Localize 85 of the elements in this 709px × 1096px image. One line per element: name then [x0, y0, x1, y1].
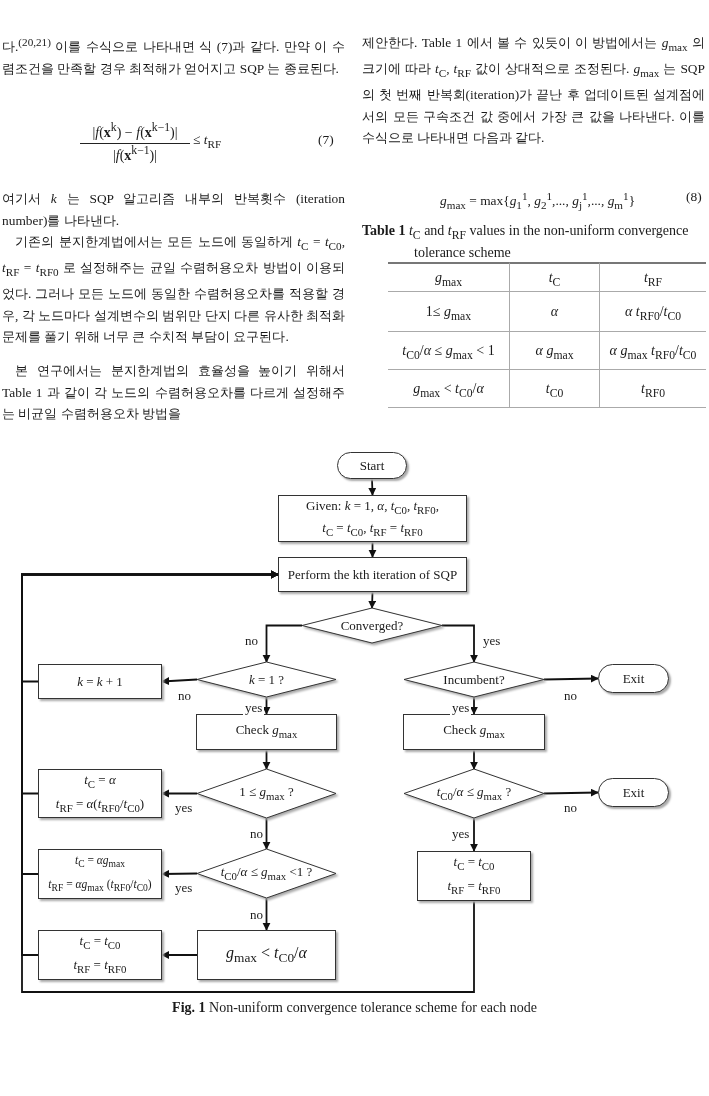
decision-text: t$_{C0}$/α ≤ g$_{max}$ ? [436, 782, 512, 804]
process-box [38, 664, 162, 699]
process-box [38, 930, 162, 980]
equation: g$_{max}$ = max{g$_{1}$$^{1}$, g$_{2}$$^{1}$,..., g$_{j}$$^{1}$,..., g$_{m}$$^{1}$} [440, 189, 636, 214]
decision-text: 1 ≤ g$_{max}$ ? [239, 782, 294, 804]
decision-diamond [197, 662, 336, 697]
process-text: k = k + 1 [77, 673, 123, 690]
table-header-cell: t$_{C}$ [510, 262, 600, 292]
process-box [278, 495, 467, 542]
process-text: Perform the kth iteration of SQP [287, 566, 458, 583]
equation-term: ≤ t$_{RF}$ [193, 131, 222, 152]
process-box [38, 849, 162, 899]
flow-arrow [368, 591, 377, 609]
body-paragraph: 다.$^{(20,21)}$ 이를 수식으로 나타내면 식 (7)과 같다. 만약 이 수렴조건을 만족할 경우 최적해가 얻어지고 SQP 는 종료된다. [2, 35, 345, 78]
process-text: t$_{RF}$ = t$_{RF0}$ [73, 956, 127, 977]
process-box [38, 769, 162, 818]
flow-arrow [368, 541, 377, 558]
decision-text: k = 1 ? [248, 671, 285, 688]
flow-arrow [262, 696, 271, 715]
process-text: t$_{C}$ = t$_{C0}$ [79, 932, 121, 953]
process-box [403, 714, 545, 750]
decision-diamond [302, 608, 442, 643]
table-cell: t$_{RF0}$ [600, 370, 706, 408]
table-cell: α t$_{RF0}$/t$_{C0}$ [600, 292, 706, 332]
process-text: t$_{C}$ = αg$_{max}$ [74, 852, 126, 871]
table-cell: α g$_{max}$ [510, 332, 600, 370]
process-text: t$_{RF}$ = αg$_{max}$ (t$_{RF0}$/t$_{C0}$) [48, 877, 152, 896]
table-header-cell: g$_{max}$ [388, 262, 510, 292]
process-box [196, 714, 337, 750]
terminal-text: Exit [622, 784, 645, 801]
flow-arrow [469, 749, 479, 770]
decision-diamond [404, 769, 544, 818]
decision-diamond [404, 662, 544, 697]
decision-text: Converged? [340, 617, 404, 634]
body-paragraph: 본 연구에서는 분지한계법의 효율성을 높이기 위해서 Table 1 과 같이 각 노드의 수렴허용오차를 다르게 설정해주는 비균일 수렴허용오차 방법을 [2, 362, 345, 423]
process-box [278, 557, 467, 592]
flow-arrow [161, 869, 198, 878]
decision-text: t$_{C0}$/α ≤ g$_{max}$ <1 ? [220, 862, 313, 884]
flow-arrow [441, 624, 479, 663]
equation-numerator: |f(x$^{k}$) − f(x$^{k−1}$)| [80, 118, 190, 144]
process-text: g$_{max}$ < t$_{C0}$/α [226, 943, 307, 967]
process-text: t$_{RF}$ = α(t$_{RF0}$/t$_{C0}$) [55, 794, 145, 816]
process-text: t$_{RF}$ = t$_{RF0}$ [447, 877, 501, 898]
body-paragraph: 기존의 분지한계법에서는 모든 노드에 동일하게 t$_{C}$ = t$_{C0}$, t$_{RF}$ = t$_{RF0}$ 로 설정해주는 균일 수렴허용오차 방법이 이용되었다. 그러나 모든 노드에 동일한 수렴허용오차를 적용할 경우, 각 노드마다 설계변수의 범위만 단지 다른 유사한 최적화 문제를 풀기 위해 너무 큰 수치적 부담이 요구된다. [2, 233, 345, 347]
table-cell: α g$_{max}$ t$_{RF0}$/t$_{C0}$ [600, 332, 706, 370]
process-text: Given: k = 1, α, t$_{C0}$, t$_{RF0}$, t$_{C}$ = t$_{C0}$, t$_{RF}$ = t$_{RF0}$ [305, 496, 440, 540]
flow-arrow [262, 817, 271, 850]
flow-arrow [469, 817, 479, 852]
process-text: Check g$_{max}$ [235, 721, 298, 742]
flow-arrow [161, 677, 198, 686]
table-cell: t$_{C0}$/α ≤ g$_{max}$ < 1 [388, 332, 510, 370]
decision-diamond [197, 769, 336, 818]
table-cell: t$_{C0}$ [510, 370, 600, 408]
process-text: t$_{C}$ = t$_{C0}$ [453, 853, 495, 874]
process-box [417, 851, 531, 901]
flow-arrow [262, 749, 271, 770]
terminal-box [598, 778, 669, 807]
flow-arrow [262, 897, 271, 931]
body-paragraph: 제안한다. Table 1 에서 볼 수 있듯이 이 방법에서는 g$_{max}$ 의 크기에 따라 t$_{C}$, t$_{RF}$ 값이 상대적으로 조정된다. g$_{max}$ 는 SQP 의 첫 번째 반복회(iteration)가 끝난 후 업데이트된 설계점에서의 모든 구속조건 값 중에서 가장 큰 값을 나타낸다. 이를 수식으로 나타내면 다음과 같다. [362, 34, 705, 148]
table-cell: α [510, 292, 600, 332]
process-box [197, 930, 336, 980]
table-cell: 1≤ g$_{max}$ [388, 292, 510, 332]
flow-arrow [543, 674, 599, 683]
body-paragraph: 여기서 k 는 SQP 알고리즘 내부의 반복횟수 (iteration number)를 나타낸다. [2, 190, 345, 230]
flow-arrow [21, 570, 475, 993]
equation-number: (7) [318, 131, 334, 149]
decision-diamond [197, 849, 336, 898]
flow-arrow [262, 624, 303, 663]
flow-arrow [543, 788, 599, 797]
terminal-text: Exit [622, 670, 645, 687]
terminal-box [337, 452, 407, 479]
process-text: t$_{C}$ = α [84, 770, 116, 792]
equation-denominator: |f(x$^{k−1}$)| [111, 143, 159, 165]
table-header-cell: t$_{RF}$ [600, 262, 706, 292]
terminal-box [598, 664, 669, 693]
terminal-text: Start [359, 457, 385, 474]
flow-arrow [161, 950, 198, 960]
table-cell: g$_{max}$ < t$_{C0}$/α [388, 370, 510, 408]
process-text: Check g$_{max}$ [443, 721, 505, 742]
decision-text: Incumbent? [443, 671, 505, 688]
figure-caption: Fig. 1 Non-uniform convergence tolerance scheme for each node [171, 1000, 538, 1016]
equation-number: (8) [686, 188, 702, 206]
flow-arrow [161, 789, 198, 798]
flow-arrow [469, 696, 479, 715]
flow-arrow [368, 478, 377, 496]
